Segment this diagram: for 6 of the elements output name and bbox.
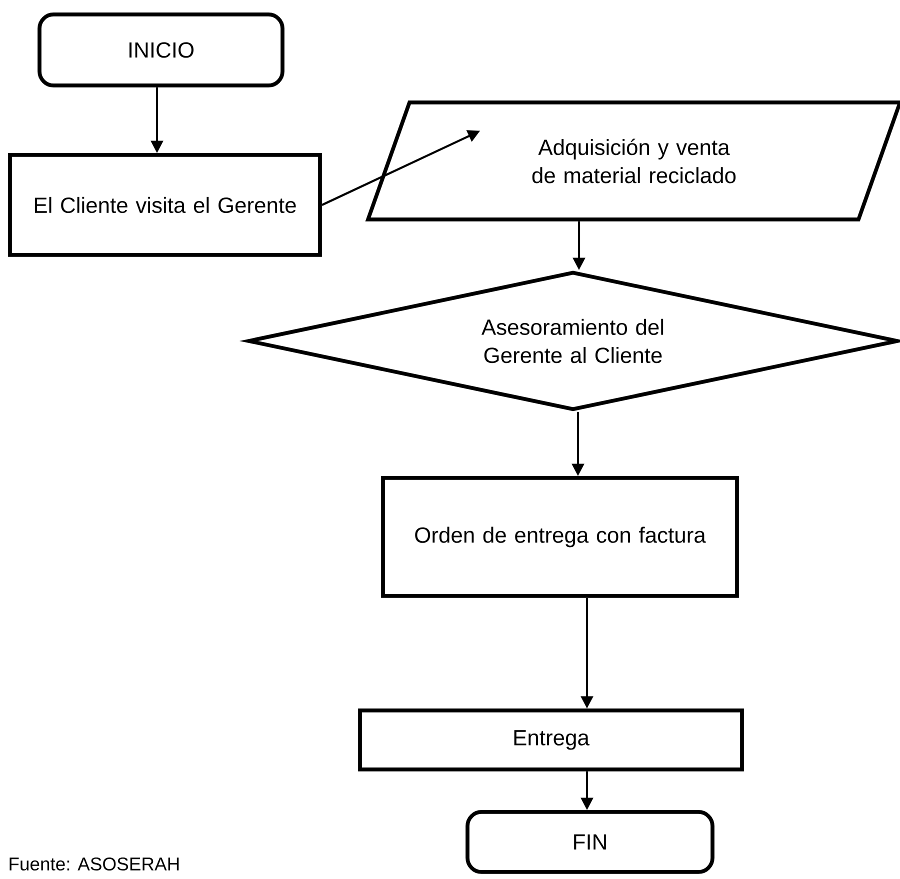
- source-note: Fuente: ASOSERAH: [10, 857, 179, 871]
- process-box: El Cliente visita el Gerente: [8, 153, 322, 257]
- process-box: Entrega: [358, 708, 744, 772]
- end-terminal: FIN: [466, 810, 714, 874]
- process-box: Orden de entrega con factura: [381, 476, 739, 598]
- start-terminal: INICIO: [38, 12, 284, 88]
